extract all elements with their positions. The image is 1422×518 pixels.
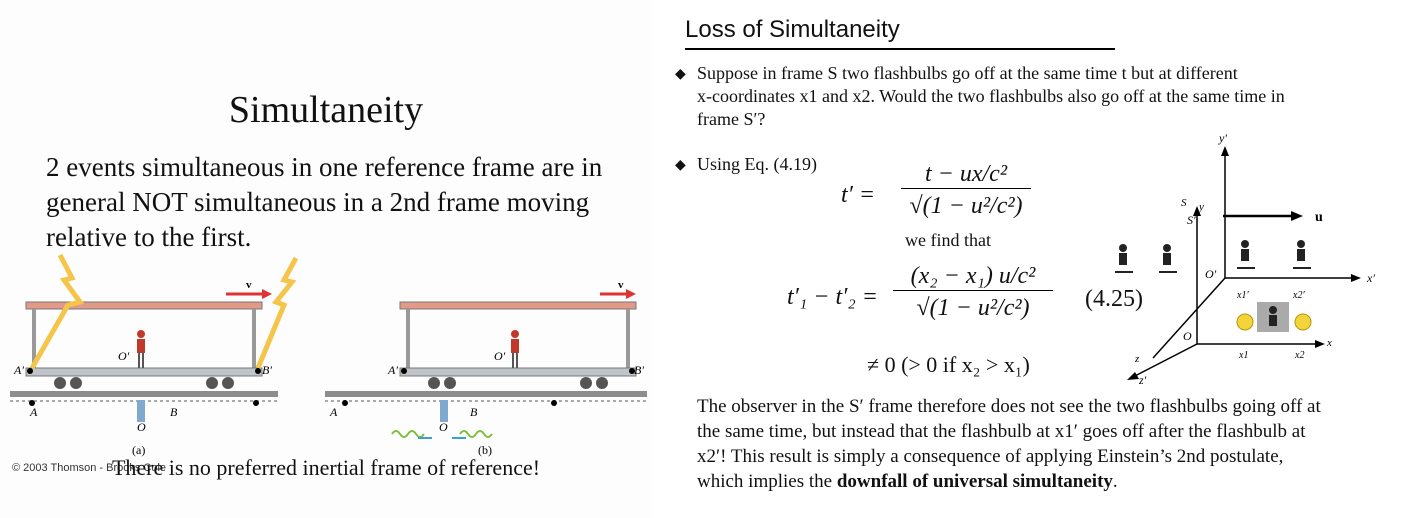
flashbulb-icon (1236, 313, 1254, 331)
svg-text:O′: O′ (118, 349, 130, 363)
eq1-denominator: √(1 − u²/c²) (909, 193, 1023, 219)
svg-text:O′: O′ (1205, 267, 1217, 281)
svg-text:B′: B′ (634, 363, 644, 377)
bullet-icon: ◆ (675, 158, 686, 173)
svg-text:A: A (329, 405, 338, 419)
slide-body-text: 2 events simultaneous in one reference f… (46, 152, 603, 252)
bullet-text-2: Using Eq. (4.19) (697, 154, 817, 174)
eq3-inequality: ≠ 0 (> 0 if x₂ > x₁) (867, 352, 1030, 377)
train-figure: v A′ B′ O′ A B O (a) (10, 253, 647, 457)
svg-text:A: A (29, 405, 38, 419)
slide-title: Loss of Simultaneity (685, 16, 900, 43)
svg-text:O: O (439, 420, 448, 434)
left-slide: Simultaneity 2 events simultaneous in on… (0, 0, 652, 518)
observer-icon (1115, 240, 1311, 273)
lightning-icon (29, 253, 85, 370)
svg-text:S′: S′ (1187, 213, 1196, 227)
light-wave-icon (391, 430, 425, 438)
svg-text:A′: A′ (387, 363, 398, 377)
velocity-arrow-icon (626, 289, 636, 299)
conclusion-paragraph: The observer in the S′ frame therefore d… (697, 396, 1321, 492)
panel-a: v A′ B′ O′ A B O (a) (10, 253, 299, 457)
svg-text:x2′: x2′ (1292, 290, 1305, 301)
eq2-denominator: √(1 − u²/c²) (916, 295, 1030, 321)
svg-text:A′: A′ (13, 363, 24, 377)
svg-text:y′: y′ (1218, 131, 1227, 145)
svg-text:O′: O′ (494, 349, 506, 363)
observer-icon (511, 330, 519, 368)
bullet-text-1: Suppose in frame S two flashbulbs go off… (697, 63, 1285, 129)
svg-text:x′: x′ (1366, 271, 1375, 285)
observer-icon (137, 330, 145, 368)
we-find-text: we find that (905, 230, 991, 250)
svg-text:u: u (1315, 210, 1323, 225)
right-slide: Loss of Simultaneity ◆ Suppose in frame … (655, 0, 1422, 518)
train-roof (25, 301, 263, 310)
svg-text:x: x (1326, 337, 1332, 349)
velocity-arrow-icon (262, 289, 272, 299)
svg-text:z′: z′ (1138, 373, 1147, 387)
flashbulb-icon (1294, 313, 1312, 331)
copyright: © 2003 Thomson - Brooks Cole (12, 462, 167, 474)
svg-text:x1: x1 (1238, 350, 1248, 361)
svg-text:x1′: x1′ (1236, 290, 1249, 301)
ground-observer-icon (137, 400, 145, 422)
panel-b: v A′ B′ O′ A B O (b) (325, 279, 647, 457)
svg-text:x2: x2 (1294, 350, 1304, 361)
svg-text:O: O (137, 420, 146, 434)
velocity-arrow-icon (1291, 211, 1303, 221)
eq2-lhs: t′₁ − t′₂ = (787, 284, 878, 310)
svg-text:B: B (470, 405, 478, 419)
lightning-icon (255, 256, 299, 369)
slide-title: Simultaneity (228, 89, 424, 131)
svg-text:(a): (a) (132, 443, 145, 457)
rail-track (10, 391, 278, 397)
bullet-icon: ◆ (675, 67, 686, 82)
svg-text:(b): (b) (478, 443, 492, 457)
svg-text:B′: B′ (262, 363, 272, 377)
title-underline (685, 48, 1115, 50)
equation-number: (4.25) (1085, 286, 1143, 312)
eq1-lhs: t′ = (841, 182, 876, 208)
eq2-numerator: (x₂ − x₁) u/c² (893, 262, 1053, 291)
slide-caption: There is no preferred inertial frame of … (111, 455, 541, 480)
svg-text:v: v (246, 279, 252, 291)
frames-figure: y′ x′ z′ u S′ y S O′ x z O x1′ x2′ (1115, 131, 1375, 387)
svg-text:v: v (618, 279, 624, 291)
eq1-numerator: t − ux/c² (901, 160, 1031, 189)
svg-text:B: B (170, 405, 178, 419)
svg-text:z: z (1134, 353, 1140, 365)
svg-text:y: y (1198, 201, 1204, 213)
svg-text:S: S (1181, 197, 1187, 209)
train-floor (25, 367, 263, 377)
light-wave-icon (459, 430, 493, 438)
svg-text:O: O (1183, 329, 1192, 343)
